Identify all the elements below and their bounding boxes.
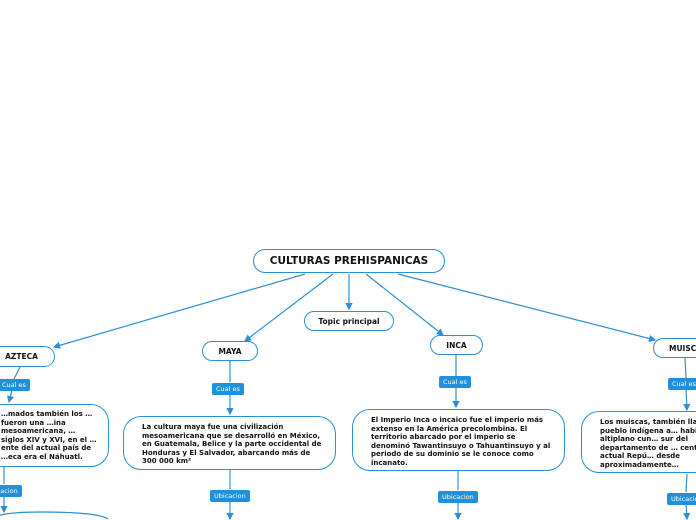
root-to-inca-line	[365, 273, 444, 336]
root-to-maya-line	[244, 273, 334, 342]
inca-description-node[interactable]: El Imperio Inca o incaico fue el imperio…	[352, 409, 565, 471]
inca-ubicacion-tag: Ubicacion	[438, 491, 478, 503]
azteca-tag-to-desc-line	[6, 389, 14, 404]
maya-ubicacion-tag: Ubicacion	[210, 490, 250, 502]
root-node[interactable]: CULTURAS PREHISPANICAS	[253, 249, 445, 273]
muisca-cual-es-tag: Cual es	[668, 378, 696, 390]
topic-node[interactable]: Topic principal	[304, 311, 394, 331]
muisca-ubic-line	[683, 502, 691, 520]
inca-node[interactable]: INCA	[430, 335, 483, 355]
muisca-ubicacion-tag: Ubicacion	[667, 493, 696, 505]
azteca-ubicacion-tag: Ubicacion	[0, 485, 22, 497]
root-to-muisca-line	[397, 273, 657, 342]
muisca-to-tag-line	[684, 357, 687, 379]
azteca-cual-es-tag: Cual es	[0, 379, 30, 391]
azteca-to-tag-line	[13, 366, 21, 380]
muisca-desc-to-ubic-line	[685, 473, 688, 493]
inca-cual-es-tag: Cual es	[439, 376, 471, 388]
maya-node[interactable]: MAYA	[202, 341, 258, 361]
muisca-description-node[interactable]: Los muiscas, también lla… son un pueblo …	[581, 411, 696, 473]
maya-description-node[interactable]: La cultura maya fue una civilización mes…	[123, 416, 336, 470]
azteca-node[interactable]: AZTECA	[0, 346, 55, 367]
muisca-tag-to-desc-line	[683, 388, 691, 412]
maya-cual-es-tag: Cual es	[212, 383, 244, 395]
muisca-node[interactable]: MUISCA	[653, 338, 696, 358]
azteca-ubicacion-node-edge	[0, 511, 109, 520]
root-to-azteca-line	[52, 273, 306, 349]
azteca-description-node[interactable]: …mados también los … fueron una …ina mes…	[0, 404, 109, 467]
